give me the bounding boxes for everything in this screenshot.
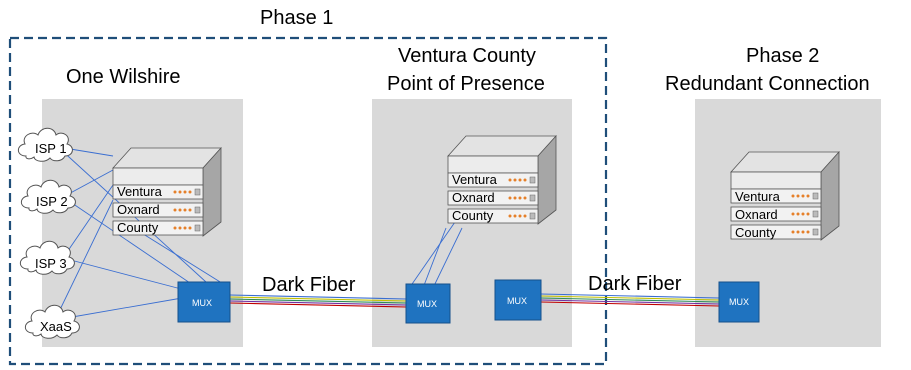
pop-server-county: County — [452, 208, 494, 223]
server-stack-one-wilshire — [112, 146, 222, 237]
phase2-server-ventura: Ventura — [735, 189, 781, 204]
mux-pop-right-label: MUX — [507, 296, 527, 306]
one-wilshire-title: One Wilshire — [66, 66, 180, 88]
pop-server-ventura: Ventura — [452, 172, 498, 187]
phase1-border — [8, 36, 608, 366]
mux-one-wilshire: MUX — [177, 281, 231, 323]
dark-fiber-label-right: Dark Fiber — [588, 273, 682, 295]
one-wilshire-server-county: County — [117, 220, 159, 235]
isp3-label: ISP 3 — [35, 256, 67, 271]
dark-fiber-right — [540, 293, 720, 307]
one-wilshire-server-oxnard: Oxnard — [117, 202, 160, 217]
mux-one-wilshire-label: MUX — [192, 298, 212, 308]
dark-fiber-left — [229, 294, 407, 308]
ventura-pop-title-line1: Ventura County — [398, 45, 536, 67]
pop-server-oxnard: Oxnard — [452, 190, 495, 205]
xaas-label: XaaS — [40, 319, 72, 334]
phase2-server-oxnard: Oxnard — [735, 207, 778, 222]
mux-pop-left-label: MUX — [417, 299, 437, 309]
phase2-title-line2: Redundant Connection — [665, 73, 870, 95]
pop-server-links — [409, 221, 463, 289]
one-wilshire-server-ventura: Ventura — [117, 184, 163, 199]
isp1-label: ISP 1 — [35, 141, 67, 156]
phase1-title: Phase 1 — [260, 7, 333, 29]
mux-phase2-label: MUX — [729, 297, 749, 307]
phase2-server-county: County — [735, 225, 777, 240]
isp2-label: ISP 2 — [36, 194, 68, 209]
server-stack-ventura-pop — [447, 134, 557, 225]
ventura-pop-title-line2: Point of Presence — [387, 73, 545, 95]
mux-pop-right: MUX — [494, 279, 542, 321]
phase2-title-line1: Phase 2 — [746, 45, 819, 67]
mux-pop-left: MUX — [405, 283, 451, 324]
dark-fiber-label-left: Dark Fiber — [262, 274, 356, 296]
mux-phase2: MUX — [718, 281, 760, 323]
server-stack-phase2 — [730, 150, 840, 241]
